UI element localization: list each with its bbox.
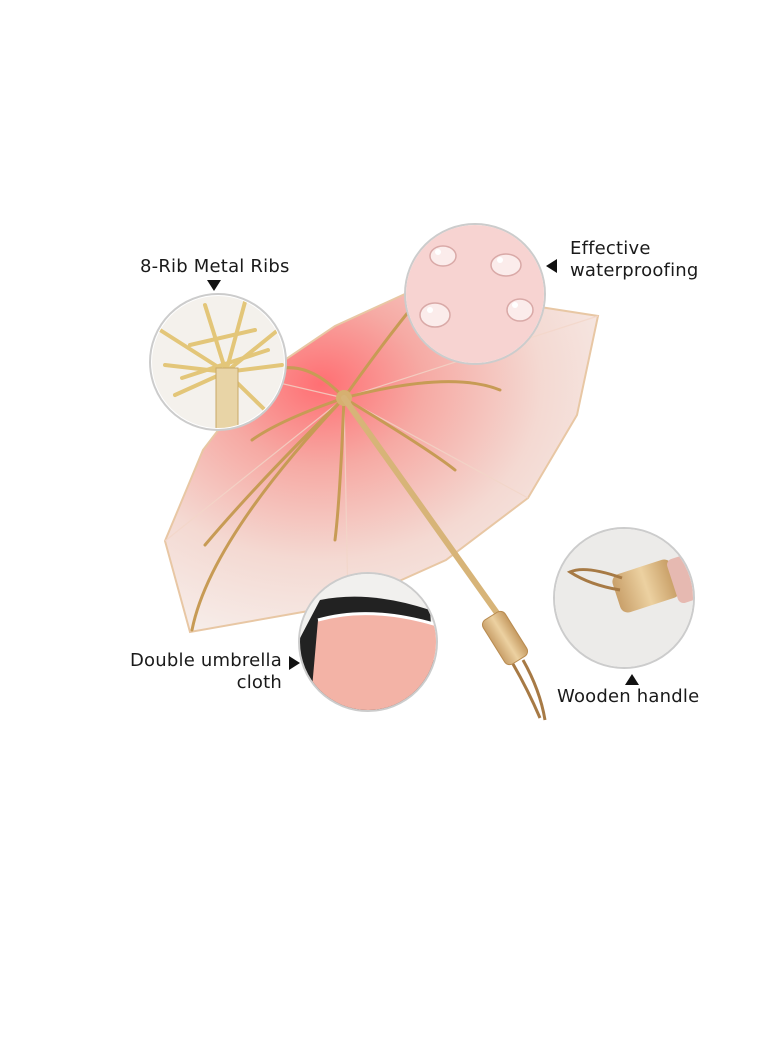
double-cloth-label-line2: cloth — [236, 672, 282, 693]
wooden-handle-label: Wooden handle — [557, 686, 700, 707]
ribs-label: 8-Rib Metal Ribs — [140, 256, 290, 277]
umbrella-ribs — [190, 298, 502, 632]
waterproof-pointer-icon — [546, 259, 557, 273]
handle-strap — [521, 659, 547, 721]
ribs-pointer-icon — [207, 280, 221, 291]
handle-closeup-image — [553, 527, 695, 669]
water-drops-image — [404, 223, 546, 365]
waterproof-label: Effective waterproofing — [570, 238, 699, 282]
umbrella-shaft — [341, 395, 547, 721]
double-cloth-label: Double umbrella cloth — [130, 650, 282, 694]
rib-closeup-image — [149, 293, 287, 431]
fabric-closeup-image — [298, 572, 438, 712]
wooden-handle-pointer-icon — [625, 674, 639, 685]
waterproof-label-line1: Effective — [570, 238, 651, 259]
waterproof-label-line2: waterproofing — [570, 260, 699, 281]
double-cloth-pointer-icon — [289, 656, 300, 670]
double-cloth-label-line1: Double umbrella — [130, 650, 282, 671]
